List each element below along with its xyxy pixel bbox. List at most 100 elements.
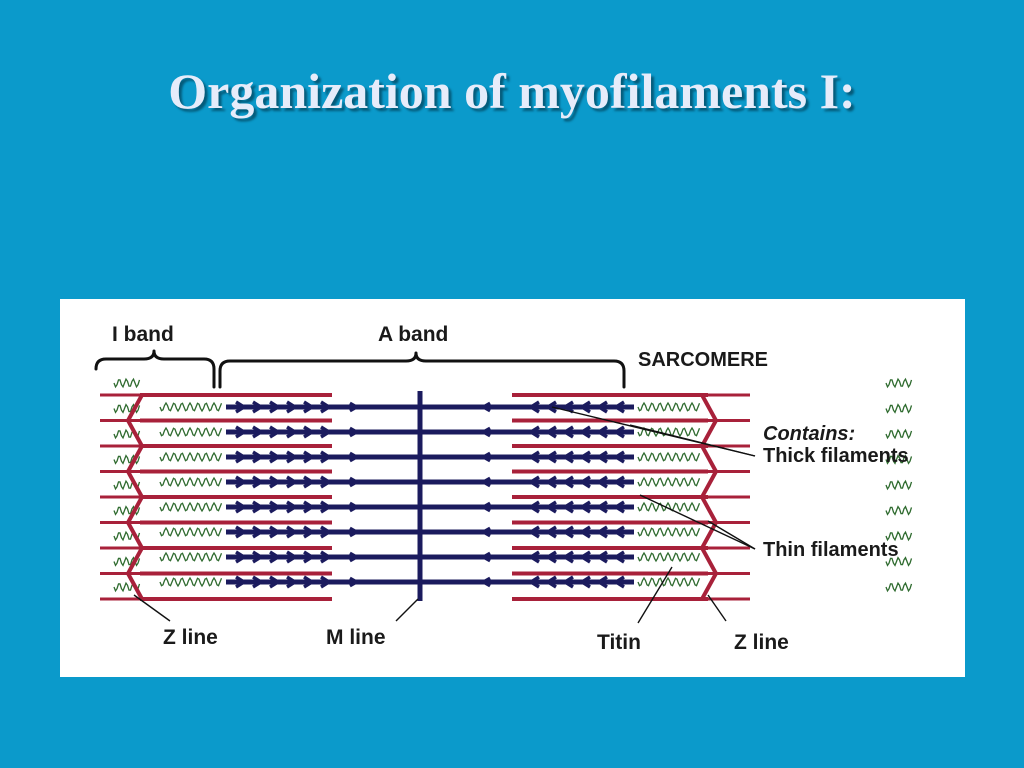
myosin-head [269,400,282,414]
myosin-head [544,525,557,539]
myosin-head [612,475,625,489]
myosin-head [252,525,265,539]
myosin-head [561,500,574,514]
myosin-head [612,575,625,589]
z-line-left [125,394,145,600]
titin-spring-right-outer-6 [885,530,913,542]
myosin-head [612,425,625,439]
myosin-head [269,550,282,564]
myosin-head [479,551,491,563]
myosin-head [303,525,316,539]
myosin-head [349,401,361,413]
titin-spring-right-outer-1 [885,403,913,414]
myosin-head [479,476,491,488]
myosin-head [578,400,591,414]
label-z-line-left: Z line [163,626,218,649]
leader-z-line-right [707,594,727,622]
myosin-head [320,475,333,489]
slide-title: Organization of myofilaments I: [168,63,856,119]
titin-filaments [113,377,913,593]
myosin-head [578,425,591,439]
z-lines [125,394,719,600]
myosin-head [479,426,491,438]
myosin-head [561,525,574,539]
myosin-head [252,425,265,439]
myosin-head [527,525,540,539]
myosin-head [286,400,299,414]
myosin-head [561,550,574,564]
myosin-head [479,501,491,513]
myosin-head [235,400,248,414]
myosin-head [303,425,316,439]
myosin-head [595,475,608,489]
myosin-head [479,526,491,538]
myosin-head [235,525,248,539]
myosin-head [320,500,333,514]
myosin-head [235,550,248,564]
titin-spring-left-5 [159,526,223,538]
leader-titin [637,566,673,624]
myosin-head [612,400,625,414]
titin-spring-right-outer-5 [885,505,913,516]
myosin-head [286,525,299,539]
myosin-head [269,525,282,539]
leader-thin-2 [707,520,756,550]
myosin-head [252,450,265,464]
myosin-head [544,425,557,439]
myosin-head [561,400,574,414]
myosin-head [252,500,265,514]
titin-spring-right-0 [637,401,701,413]
myosin-head [612,525,625,539]
leader-lines [133,406,756,624]
titin-spring-right-5 [637,526,701,538]
titin-spring-right-outer-8 [885,581,913,593]
myosin-head [578,525,591,539]
myosin-head [578,575,591,589]
label-z-line-right: Z line [734,631,789,654]
myosin-head [578,550,591,564]
myosin-head [286,500,299,514]
titin-spring-right-4 [637,501,701,513]
myosin-head [269,500,282,514]
myosin-head [235,475,248,489]
myosin-head [544,400,557,414]
titin-spring-left-1 [159,426,223,438]
titin-spring-right-outer-0 [885,377,913,389]
band-brackets [94,349,626,389]
myosin-head [578,450,591,464]
thick-filaments [226,400,634,589]
myosin-head [595,450,608,464]
titin-spring-right-outer-3 [885,454,913,465]
myosin-head [269,425,282,439]
myosin-head [349,576,361,588]
myosin-head [561,425,574,439]
myosin-head [349,551,361,563]
myosin-head [527,500,540,514]
titin-spring-left-7 [159,576,223,588]
myosin-head [527,425,540,439]
myosin-head [269,475,282,489]
myosin-head [320,575,333,589]
myosin-head [544,575,557,589]
titin-spring-right-outer-7 [885,556,913,567]
myosin-head [349,501,361,513]
myosin-head [320,400,333,414]
myosin-head [595,575,608,589]
titin-spring-left-0 [159,401,223,413]
titin-spring-right-outer-2 [885,428,913,440]
myosin-head [349,426,361,438]
thin-filaments [100,393,750,601]
myosin-head [612,550,625,564]
label-thick-filaments: Thick filaments [763,445,909,467]
myosin-head [479,576,491,588]
titin-spring-left-3 [159,476,223,488]
myosin-head [269,575,282,589]
label-contains: Contains: [763,423,855,445]
myosin-head [544,550,557,564]
myosin-head [303,400,316,414]
myosin-head [235,500,248,514]
myosin-head [527,400,540,414]
myosin-head [595,400,608,414]
myosin-head [527,550,540,564]
bracket-a-band [218,351,626,389]
